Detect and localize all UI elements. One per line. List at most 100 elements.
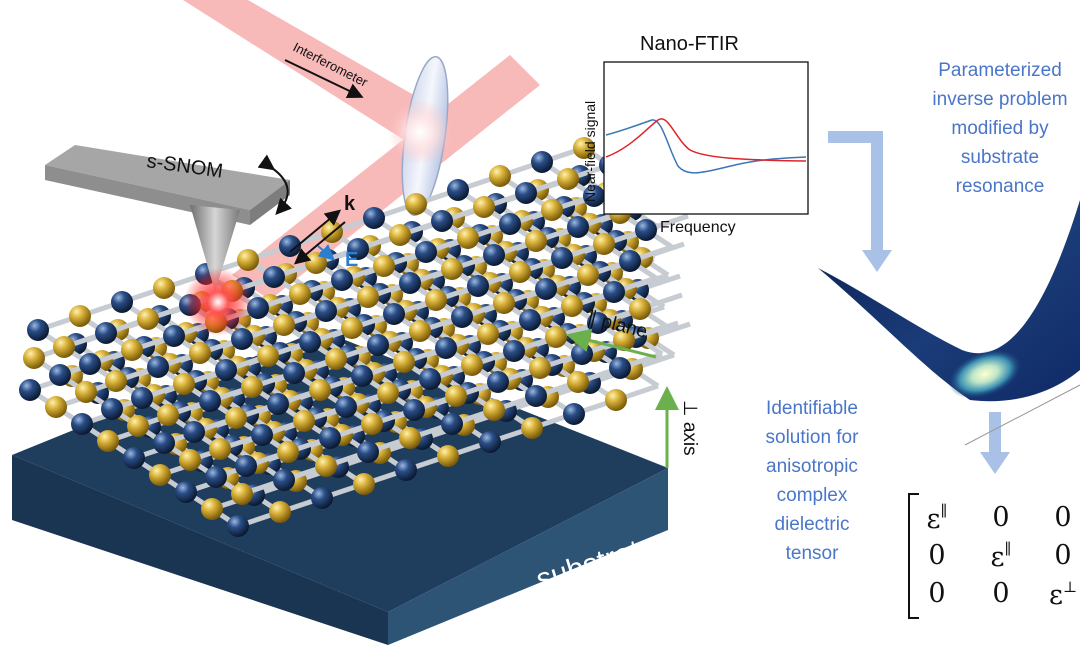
lattice-atom [551,247,573,269]
e-arrow [317,244,336,261]
lattice-atom [557,168,579,190]
lattice-atom [629,298,651,320]
solution-line: anisotropic [766,456,858,477]
lattice-atom [309,379,331,401]
lattice-atom [441,413,463,435]
lattice-atom [405,193,427,215]
lattice-atom [351,365,373,387]
lattice-atom [399,427,421,449]
optimization-surface [818,200,1080,402]
lattice-atom [331,269,353,291]
lattice-atom [609,357,631,379]
lattice-atom [541,199,563,221]
k-label: k [344,193,356,215]
lattice-atom [137,308,159,330]
lattice-atom [399,272,421,294]
lattice-atom [293,410,315,432]
lattice-atom [269,501,291,523]
lattice-atom [567,371,589,393]
lattice-atom [451,306,473,328]
lattice-atom [147,356,169,378]
lattice-atom [431,210,453,232]
lattice-atom [325,348,347,370]
lattice-atom [251,424,273,446]
solution-line: complex [776,485,848,506]
lattice-atom [225,407,247,429]
lattice-atom [357,441,379,463]
plot-xlabel: Frequency [660,219,736,236]
lattice-atom [311,487,333,509]
matrix-bracket [908,493,919,619]
lattice-atom [415,241,437,263]
lattice-atom [347,238,369,260]
tensor-cell: 0 [1054,540,1072,571]
plot-ylabel: Near-field signal [582,101,598,202]
lattice-atom [509,261,531,283]
lattice-atom [231,328,253,350]
lattice-atom [121,339,143,361]
solution-line: Identifiable [766,398,858,419]
oscillation-arrow [257,154,293,215]
perp-axis-label: ⊥ axis [679,400,700,456]
lattice-atom [587,312,609,334]
interferometer-arrow [284,59,364,99]
inverse-problem-line: substrate [960,147,1040,168]
solution-line: tensor [785,543,839,564]
lattice-atom [257,345,279,367]
lattice-atom [473,196,495,218]
lattice-atom [353,473,375,495]
parallel-plane-arrow [566,328,657,359]
atomic-lattice [19,137,691,537]
lattice-atom [183,421,205,443]
lens-flare [388,100,452,164]
lattice-atom [283,362,305,384]
lattice-atom [613,329,635,351]
lattice-atom [341,317,363,339]
lattice-atom [521,417,543,439]
tip-hotspot [184,268,252,336]
plot-frame [603,61,809,215]
lattice-atom [101,398,123,420]
lattice-atom [519,309,541,331]
lattice-atom [487,371,509,393]
lattice-atom [529,357,551,379]
k-arrow-out [289,209,342,253]
substrate-front [388,468,668,645]
plot-title: Nano-FTIR [640,33,739,55]
lattice-atom [563,403,585,425]
lattice-atom [153,432,175,454]
lattice-atom [571,343,593,365]
lattice-atom [377,382,399,404]
inverse-problem-line: Parameterized [938,60,1062,81]
lattice-atom [479,431,501,453]
lattice-atom [127,415,149,437]
lattice-atom [583,185,605,207]
lattice-atom [531,151,553,173]
lattice-atom [97,430,119,452]
lattice-atom [357,286,379,308]
lattice-atom [467,275,489,297]
substrate-left [12,455,388,645]
lattice-atom [273,469,295,491]
inverse-problem-line: inverse problem [932,89,1068,110]
incoming-laser-beam [183,0,440,150]
lattice-atom [19,379,41,401]
lattice-atom [393,351,415,373]
lattice-atom [95,322,117,344]
lattice-atom [209,438,231,460]
lattice-atom [525,385,547,407]
lattice-atom [383,303,405,325]
tensor-cell: 0 [1054,502,1072,533]
lattice-atom [619,250,641,272]
lattice-atom [49,364,71,386]
lattice-atom [131,387,153,409]
lattice-atom [437,445,459,467]
tensor-cell: 0 [928,578,946,609]
lattice-atom [319,427,341,449]
lattice-atom [53,336,75,358]
lattice-atom [403,399,425,421]
lattice-atom [315,455,337,477]
lattice-atom [111,291,133,313]
lattice-atom [263,266,285,288]
lattice-atom [163,325,185,347]
